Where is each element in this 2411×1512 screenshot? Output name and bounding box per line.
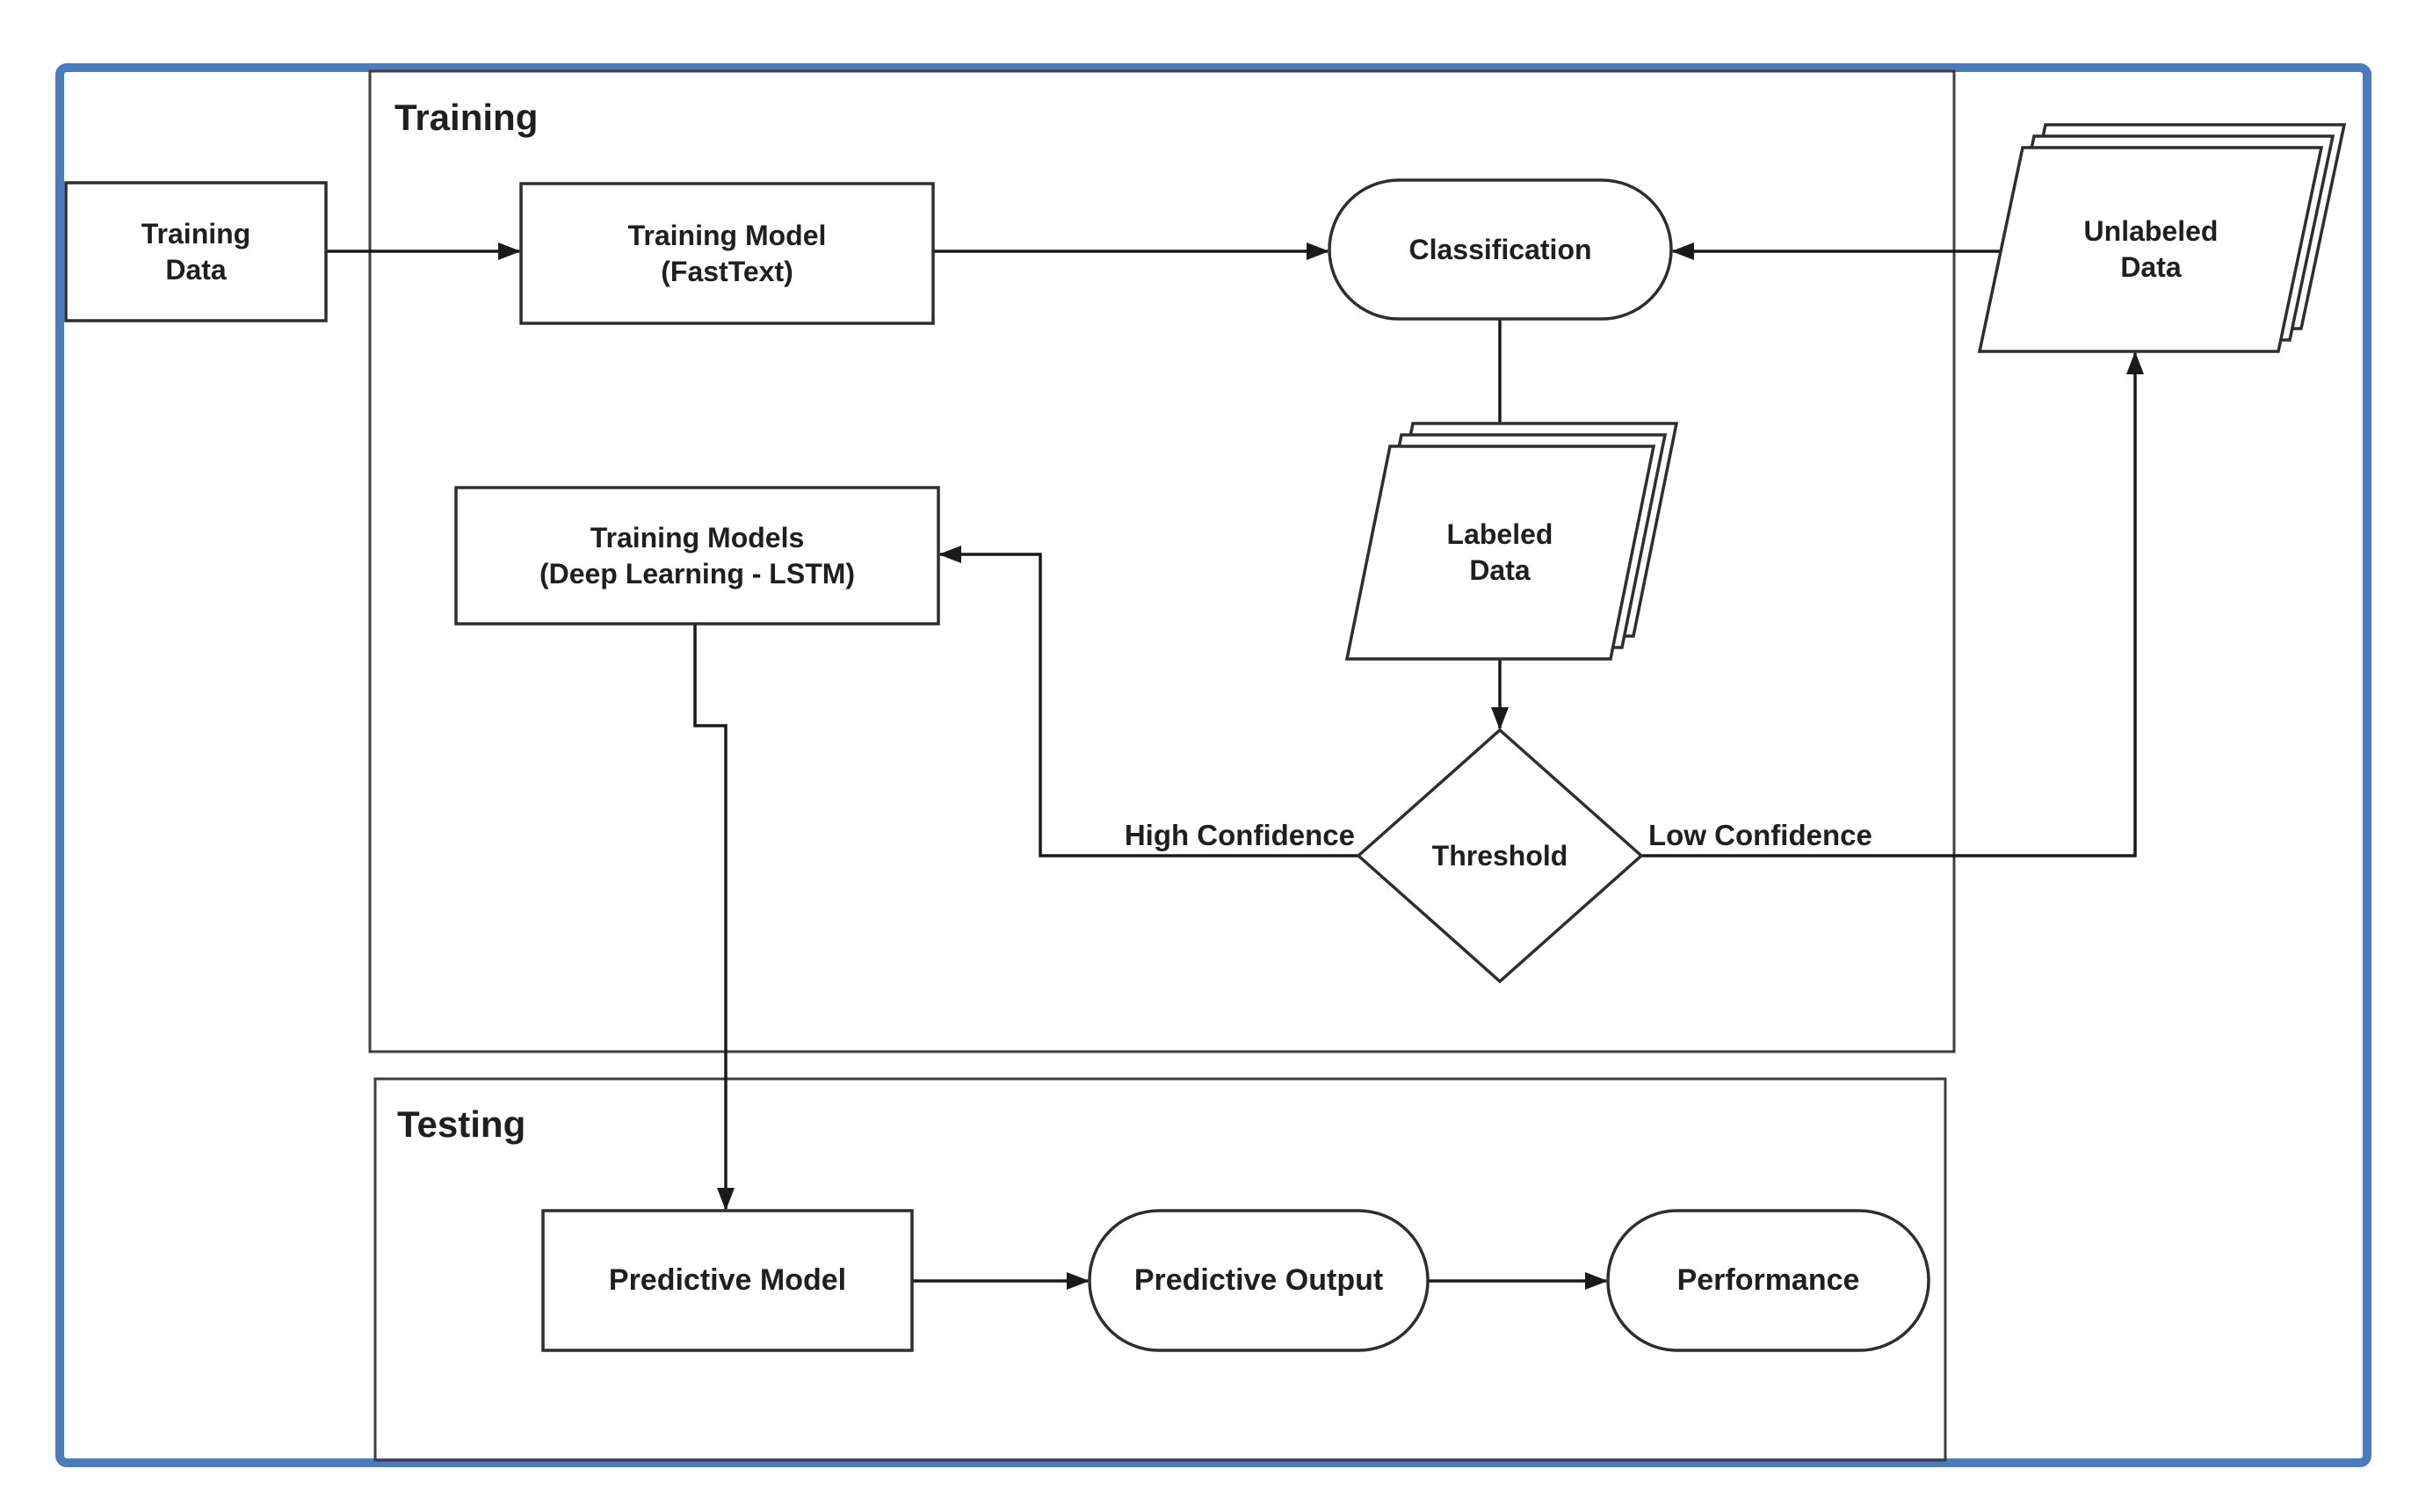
- performance-label: Performance: [1676, 1262, 1860, 1297]
- high-confidence-label: High Confidence: [1124, 818, 1355, 851]
- unlabeled-data-label: Unlabeled Data: [2083, 215, 2219, 283]
- edge-training-models-to-predictive-model: [693, 624, 735, 1211]
- predictive-model-shape: [541, 1209, 914, 1352]
- training-section-label: Training: [395, 97, 539, 138]
- threshold-shape: [1356, 727, 1644, 984]
- outer-frame: [55, 63, 2371, 1467]
- training-model-shape: [519, 182, 935, 325]
- low-confidence-label: Low Confidence: [1648, 818, 1872, 851]
- labeled-data-stack: [1344, 422, 1679, 661]
- predictive-output-label: Predictive Output: [1133, 1262, 1384, 1297]
- labeled-data-front-sheet: [1344, 445, 1656, 661]
- classification-label: Classification: [1408, 233, 1592, 265]
- edge-threshold-high-confidence-to-training-models: [938, 546, 1358, 857]
- predictive-model-label: Predictive Model: [608, 1262, 847, 1297]
- training-model-label: Training Model (FastText): [627, 219, 827, 287]
- training-section-box: [368, 69, 1956, 1053]
- testing-section-label: Testing: [397, 1103, 526, 1145]
- unlabeled-data-front-sheet: [1977, 146, 2324, 353]
- unlabeled-data-stack: [1977, 123, 2347, 353]
- training-models-shape: [454, 486, 940, 626]
- testing-section-box: [373, 1077, 1947, 1462]
- classification-shape: [1328, 178, 1673, 321]
- training-data-label: Training Data: [141, 217, 251, 286]
- predictive-output-shape: [1088, 1209, 1430, 1352]
- threshold-label: Threshold: [1431, 839, 1568, 872]
- training-data-shape: [64, 181, 328, 322]
- labeled-data-label: Labeled Data: [1446, 518, 1553, 586]
- edge-threshold-low-confidence-to-unlabeled: [1641, 351, 2144, 857]
- performance-shape: [1606, 1209, 1930, 1352]
- training-models-label: Training Models (Deep Learning - LSTM): [539, 521, 856, 590]
